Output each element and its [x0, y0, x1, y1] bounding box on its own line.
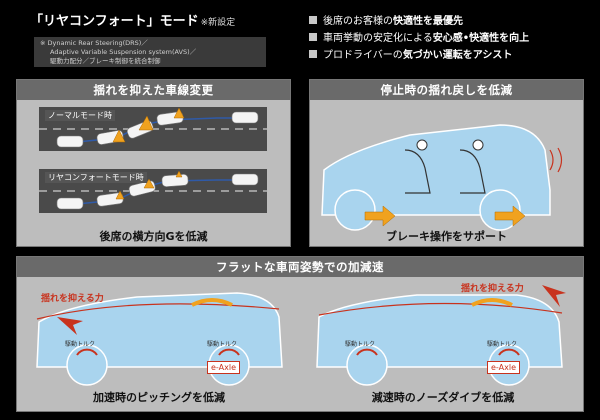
bullet-square-icon [309, 15, 317, 24]
benefit-item: 後席のお客様の快適性を最優先 [309, 11, 599, 28]
left-force-label: 揺れを抑える力 [41, 294, 104, 304]
mode-title-text: 「リヤコンフォート」モード [30, 14, 199, 29]
acceleration-caption: 加速時のピッチングを低減 [93, 391, 225, 404]
mode-title: 「リヤコンフォート」モード※新設定 [30, 10, 235, 29]
lane-change-title: 揺れを抑えた車線変更 [17, 80, 290, 100]
stop-title: 停止時の揺れ戻しを低減 [310, 80, 583, 100]
stop-caption: ブレーキ操作をサポート [386, 230, 507, 243]
torque-label: 駆動トルク [345, 341, 376, 348]
eaxle-left-badge: e-Axle [207, 361, 240, 374]
benefit-text: 後席のお客様の [323, 16, 393, 27]
bullet-square-icon [309, 32, 317, 41]
benefit-bold: 気づかい運転をアシスト [402, 50, 513, 61]
torque-label: 駆動トルク [487, 341, 518, 348]
comfort-mode-label: リヤコンフォートモード時 [45, 172, 147, 183]
deceleration-caption: 減速時のノーズダイブを低減 [371, 391, 515, 404]
lane-change-illustration [39, 107, 267, 213]
normal-mode-label: ノーマルモード時 [45, 110, 115, 121]
benefit-item: プロドライバーの気づかい運転をアシスト [309, 45, 599, 62]
benefit-bold: 快適性を最優先 [393, 16, 463, 27]
benefit-text: プロドライバーの [323, 50, 403, 61]
right-force-label: 揺れを抑える力 [461, 284, 524, 294]
torque-label: 駆動トルク [207, 341, 238, 348]
benefit-list: 後席のお客様の快適性を最優先 車両挙動の安定化による安心感•快適性を向上 プロド… [309, 11, 599, 62]
torque-label: 駆動トルク [65, 341, 96, 348]
lane-change-caption: 後席の横方向Gを低減 [99, 230, 208, 243]
benefit-text: 車両挙動の安定化による [323, 33, 433, 44]
note-line: ※ Dynamic Rear Steering(DRS)／ [40, 39, 148, 47]
flat-posture-panel: フラットな車両姿勢での加減速 揺れを抑える力 揺れを抑える力 駆動トルク 駆動ト… [16, 256, 584, 412]
bullet-square-icon [309, 49, 317, 58]
mode-title-suffix: ※新設定 [200, 18, 236, 28]
eaxle-right-badge: e-Axle [487, 361, 520, 374]
stop-illustration [321, 124, 563, 231]
lane-change-panel: 揺れを抑えた車線変更 [16, 79, 291, 247]
benefit-item: 車両挙動の安定化による安心感•快適性を向上 [309, 28, 599, 45]
benefit-bold: 安心感•快適性を向上 [432, 33, 530, 44]
stop-panel: 停止時の揺れ戻しを低減 ブレーキ操作をサポート [309, 79, 584, 247]
flat-posture-illustration [36, 285, 566, 386]
note-line: Adaptive Variable Suspension system(AVS)… [50, 48, 197, 56]
integrated-control-note: ※ Dynamic Rear Steering(DRS)／ Adaptive V… [34, 37, 266, 67]
note-line: 駆動力配分／ブレーキ制御を統合制御 [50, 57, 161, 65]
flat-posture-title: フラットな車両姿勢での加減速 [17, 257, 583, 277]
